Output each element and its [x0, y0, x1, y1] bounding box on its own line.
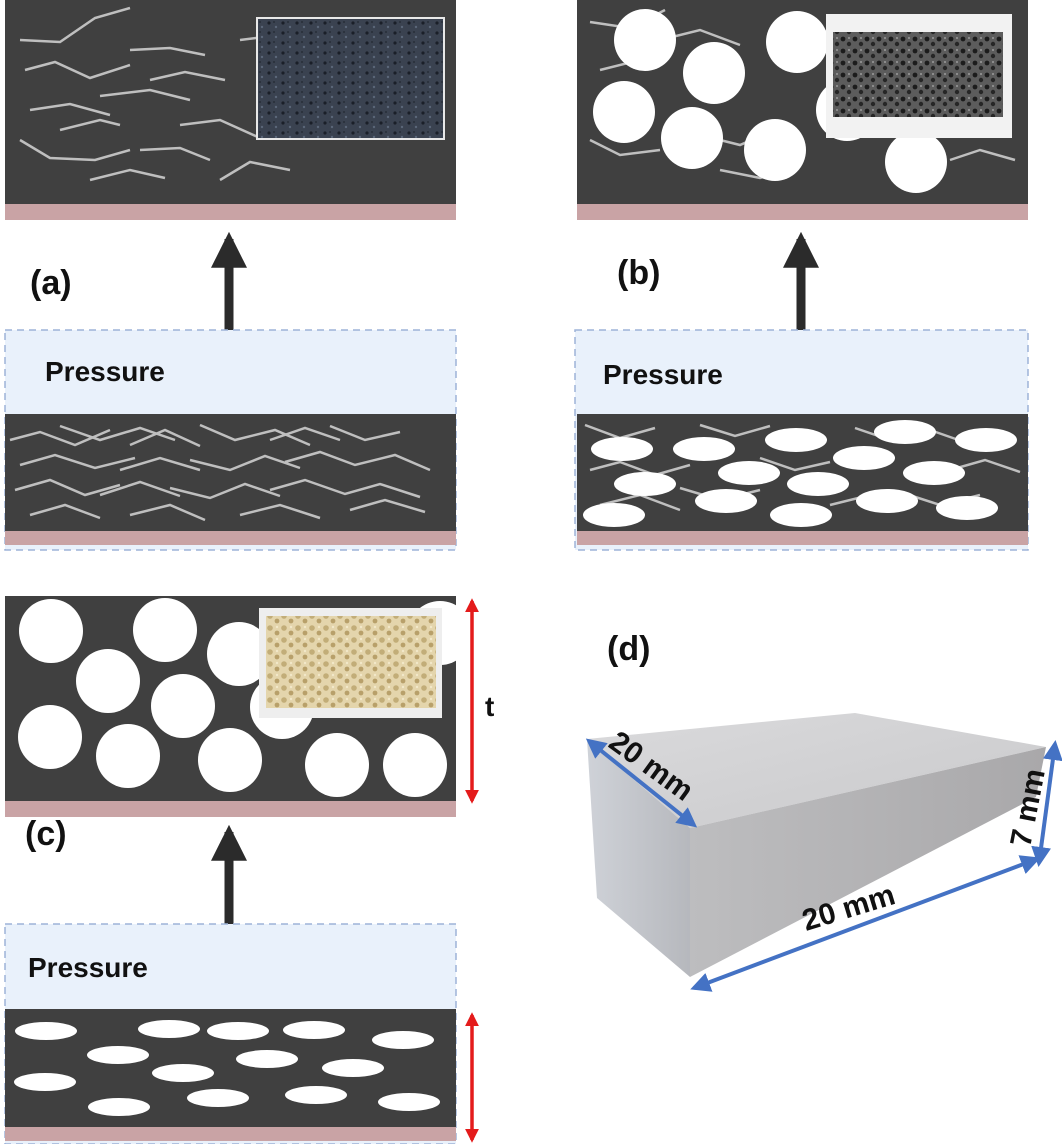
pressure-label-b: Pressure: [603, 359, 723, 390]
substrate-layer: [577, 531, 1028, 545]
photo-uncompressed-a: [256, 17, 445, 140]
substrate-layer: [577, 204, 1028, 220]
fibers-uncompressed-a: [19, 6, 311, 182]
box-top-face: [587, 713, 1046, 828]
photo-uncompressed-c: [259, 608, 442, 718]
dimension-arrow-height: [1031, 740, 1062, 867]
panel-label-b: (b): [617, 254, 660, 292]
panel-b: (b) Pressure: [574, 0, 1029, 551]
photo-uncompressed-b: [826, 14, 1012, 138]
panel-a: (a) Pressure: [4, 0, 457, 551]
dimension-arrow-depth: [585, 738, 698, 828]
pressure-label-c: Pressure: [28, 952, 148, 983]
panel-label-c: (c): [25, 815, 67, 853]
panel-label-d: (d): [607, 630, 650, 668]
thickness-label: t: [485, 691, 494, 722]
fibers-compressed-a: [9, 423, 431, 522]
pressure-label-a: Pressure: [45, 356, 165, 387]
panel-label-a: (a): [30, 264, 72, 302]
substrate-layer: [5, 204, 456, 220]
voids-compressed-c: [14, 1020, 440, 1116]
panel-c: t (c) Pressure: [4, 596, 494, 1144]
voids-compressed-b: [583, 420, 1017, 527]
substrate-layer: [5, 1127, 456, 1141]
substrate-layer: [5, 531, 456, 545]
substrate-layer: [5, 801, 456, 817]
dimension-arrow-width: [690, 855, 1041, 992]
panel-d: (d) 20 mm 20 mm 7 mm: [585, 630, 1062, 992]
